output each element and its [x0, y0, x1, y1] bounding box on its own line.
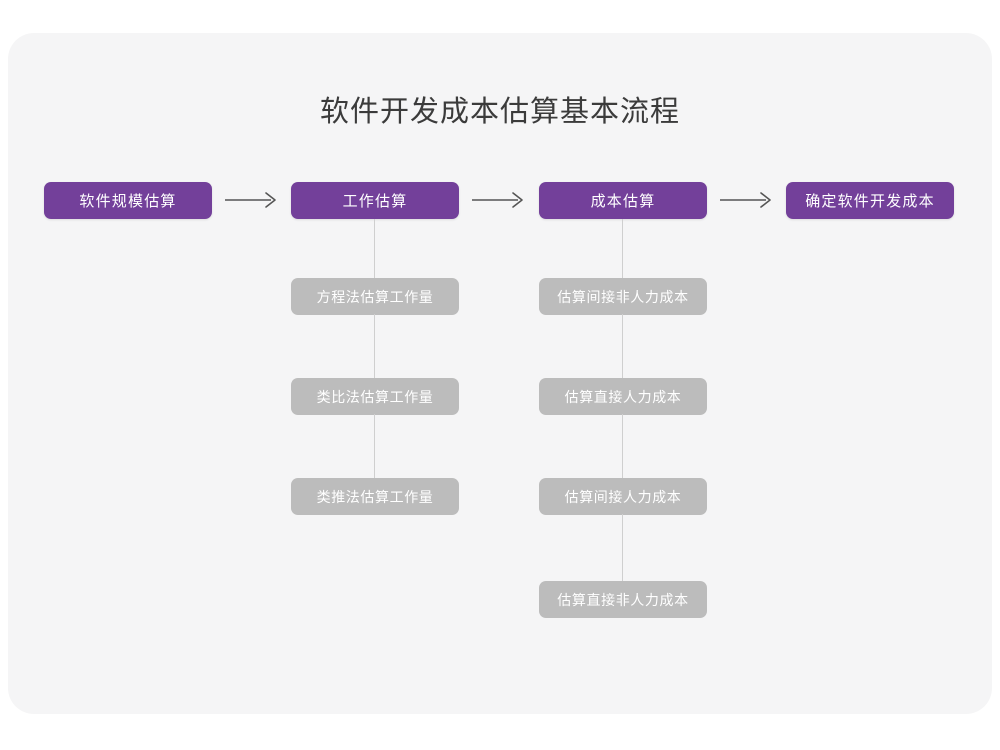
substep-node-stage2-2[interactable]: 类比法估算工作量 [291, 378, 459, 415]
substep-node-label: 估算间接非人力成本 [557, 288, 689, 305]
connector-line-stage3-sub3 [622, 414, 623, 479]
diagram-card [8, 33, 992, 714]
substep-node-stage2-3[interactable]: 类推法估算工作量 [291, 478, 459, 515]
substep-node-label: 估算直接人力成本 [564, 388, 682, 405]
stage-node-determine-development-cost[interactable]: 确定软件开发成本 [786, 182, 954, 219]
substep-node-stage3-1[interactable]: 估算间接非人力成本 [539, 278, 707, 315]
stage-node-label: 软件规模估算 [79, 193, 177, 210]
page-title: 软件开发成本估算基本流程 [319, 96, 680, 128]
substep-node-label: 估算直接非人力成本 [557, 591, 689, 608]
connector-line-stage2-sub2 [374, 314, 375, 379]
connector-line-stage3-sub1 [622, 219, 623, 279]
connector-line-stage2-sub3 [374, 414, 375, 479]
connector-line-stage3-sub2 [622, 314, 623, 379]
stage-node-label: 工作估算 [342, 193, 408, 210]
connector-line-stage2-sub1 [374, 219, 375, 279]
substep-node-label: 方程法估算工作量 [316, 288, 434, 305]
substep-node-stage3-2[interactable]: 估算直接人力成本 [539, 378, 707, 415]
arrow-right-icon-2 [472, 189, 527, 211]
arrow-right-icon-3 [720, 189, 775, 211]
arrow-right-icon-1 [225, 189, 280, 211]
substep-node-stage3-3[interactable]: 估算间接人力成本 [539, 478, 707, 515]
stage-node-software-scale-estimation[interactable]: 软件规模估算 [44, 182, 212, 219]
substep-node-label: 类推法估算工作量 [316, 488, 434, 505]
substep-node-stage2-1[interactable]: 方程法估算工作量 [291, 278, 459, 315]
substep-node-label: 类比法估算工作量 [316, 388, 434, 405]
stage-node-cost-estimation[interactable]: 成本估算 [539, 182, 707, 219]
substep-node-stage3-4[interactable]: 估算直接非人力成本 [539, 581, 707, 618]
stage-node-work-estimation[interactable]: 工作估算 [291, 182, 459, 219]
stage-node-label: 确定软件开发成本 [805, 193, 935, 210]
stage-node-label: 成本估算 [590, 193, 656, 210]
connector-line-stage3-sub4 [622, 514, 623, 582]
substep-node-label: 估算间接人力成本 [564, 488, 682, 505]
